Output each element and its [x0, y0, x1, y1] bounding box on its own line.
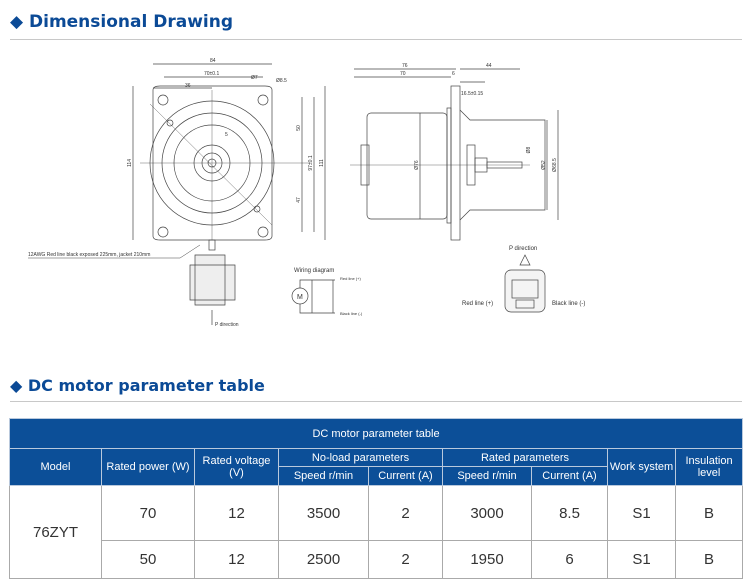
header-insulation: Insulation level — [674, 448, 744, 486]
dim-label: Ø7 — [251, 75, 258, 81]
cell-rated-current: 6 — [531, 540, 608, 579]
header-power: Rated power (W) — [101, 448, 195, 486]
dimensional-drawing: 84 70±0.1 36 Ø7 Ø8.5 5 114 50 97±0.1 47 … — [28, 58, 585, 328]
dim-label: 114 — [127, 159, 133, 167]
connector-black-line: Black line (-) — [552, 301, 585, 307]
cell-insulation: B — [674, 485, 744, 541]
connector-red-line: Red line (+) — [462, 301, 493, 307]
motor-symbol: M — [297, 294, 303, 301]
cell-rated-speed: 3000 — [442, 485, 532, 541]
header-noload: No-load parameters — [278, 448, 443, 467]
wiring-red-line: Red line (+) — [340, 276, 361, 281]
dim-label: 6 — [452, 71, 455, 77]
parameter-table: DC motor parameter table Model Rated pow… — [8, 418, 744, 579]
cell-power: 70 — [101, 485, 195, 541]
cell-noload-speed: 2500 — [278, 540, 369, 579]
dim-label: Ø76 — [414, 160, 420, 170]
cell-noload-current: 2 — [368, 485, 443, 541]
section-title-text: DC motor parameter table — [27, 376, 265, 395]
cable-note: 12AWG Red line black exposed 225mm, jack… — [28, 252, 150, 258]
divider — [10, 39, 742, 40]
cell-work: S1 — [607, 540, 676, 579]
dim-label: 76 — [402, 63, 408, 69]
cell-rated-current: 8.5 — [531, 485, 608, 541]
table-row: 76ZYT 70 12 3500 2 3000 8.5 S1 B — [9, 485, 744, 579]
header-work: Work system — [607, 448, 676, 486]
dim-label: Ø68.5 — [552, 158, 558, 172]
dim-label: 70±0.1 — [204, 71, 219, 77]
dim-label: 111 — [319, 159, 325, 167]
dim-label: 70 — [400, 71, 406, 77]
front-view — [28, 63, 326, 325]
connector-view — [504, 254, 546, 313]
cell-noload-speed: 3500 — [278, 485, 369, 541]
divider — [10, 401, 742, 402]
header-voltage: Rated voltage (V) — [194, 448, 279, 486]
cell-voltage: 12 — [194, 540, 279, 579]
cell-noload-current: 2 — [368, 540, 443, 579]
cell-work: S1 — [607, 485, 676, 541]
table-caption: DC motor parameter table — [8, 418, 744, 449]
cell-insulation: B — [674, 540, 744, 579]
p-direction-label: P direction — [509, 246, 537, 252]
wiring-title: Wiring diagram — [294, 268, 334, 274]
cell-power: 50 — [101, 540, 195, 579]
dim-label: 44 — [486, 63, 492, 69]
wiring-black-line: Black line (-) — [340, 311, 363, 316]
dim-label: Ø52 — [541, 160, 547, 170]
table-row: 50 12 2500 2 1950 6 S1 B — [10, 540, 744, 579]
header-rated: Rated parameters — [442, 448, 608, 467]
dim-label: 5 — [225, 132, 228, 138]
header-model: Model — [9, 448, 102, 486]
wiring-diagram — [291, 279, 335, 314]
section-title-table: ◆ DC motor parameter table — [10, 376, 265, 395]
dim-label: 47 — [296, 197, 302, 203]
header-speed-noload: Speed r/min — [278, 466, 369, 486]
p-direction-label: P direction — [215, 322, 239, 328]
dim-label: 36 — [185, 83, 191, 89]
cell-rated-speed: 1950 — [442, 540, 532, 579]
dim-label: 84 — [210, 58, 216, 64]
side-view — [350, 68, 559, 241]
header-speed-rated: Speed r/min — [442, 466, 532, 486]
header-current-noload: Current (A) — [368, 466, 443, 486]
dim-label: 50 — [296, 125, 302, 131]
section-title-drawing: ◆ Dimensional Drawing — [10, 12, 233, 32]
dim-label: Ø8.5 — [276, 78, 287, 84]
dim-label: 16.5±0.15 — [461, 91, 483, 97]
header-current-rated: Current (A) — [531, 466, 608, 486]
dim-label: 97±0.1 — [308, 155, 314, 170]
dim-label: Ø8 — [526, 146, 532, 153]
cell-model: 76ZYT — [9, 485, 102, 579]
section-title-text: Dimensional Drawing — [29, 12, 233, 32]
cell-voltage: 12 — [194, 485, 279, 541]
